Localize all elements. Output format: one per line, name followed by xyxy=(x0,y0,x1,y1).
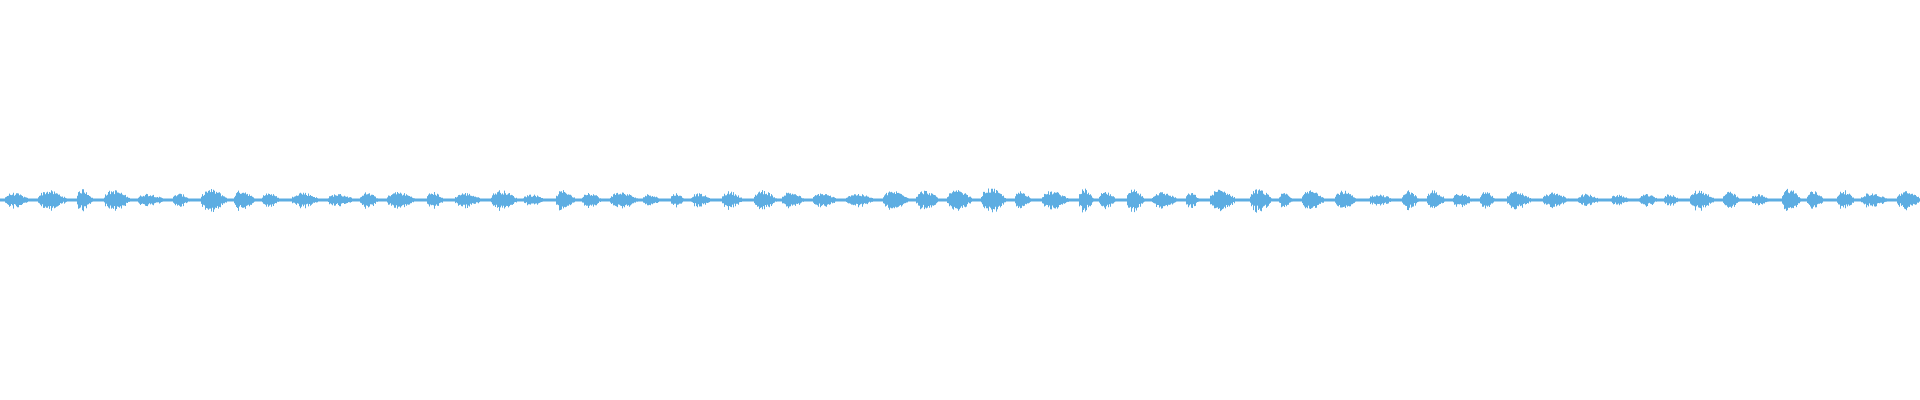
waveform-center-line xyxy=(0,198,1920,202)
waveform-samples xyxy=(0,188,1920,213)
